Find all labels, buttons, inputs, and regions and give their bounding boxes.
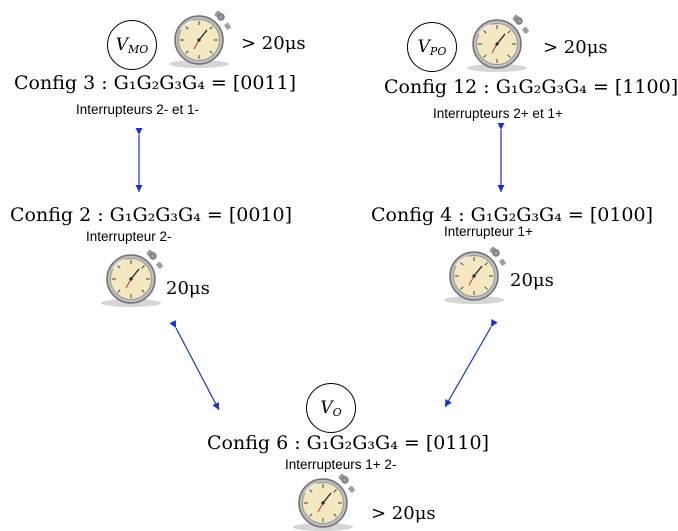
transition-arrows [135,122,505,411]
stopwatch-icon [438,244,518,304]
arrow-config2-config6 [169,319,220,411]
duration-label: > 20μs [241,33,306,54]
duration-label: 20μs [510,270,554,291]
state-subscript: O [332,405,342,419]
config-label: Config 4 : G₁G₂G₃G₄ = [0100] [371,204,654,226]
config-label: Config 6 : G₁G₂G₃G₄ = [0110] [207,432,490,454]
duration-label: 20μs [166,278,210,299]
arrow-config4-config6 [444,318,498,408]
stopwatch-icon [163,8,243,68]
config-label: Config 3 : G₁G₂G₃G₄ = [0011] [14,72,297,94]
config-label: Config 12 : G₁G₂G₃G₄ = [1100] [384,76,678,98]
state-symbol: V [417,37,430,57]
duration-label: > 20μs [371,503,436,524]
stopwatch-icon [95,247,175,307]
state-symbol: V [115,35,128,55]
state-symbol: V [320,398,333,418]
switch-description: Interrupteur 2- [86,229,172,244]
switch-description: Interrupteurs 2+ et 1+ [433,106,563,121]
state-subscript: MO [128,42,149,56]
stopwatch-icon [287,471,367,531]
duration-label: > 20μs [543,37,608,58]
switch-description: Interrupteurs 1+ 2- [285,457,397,472]
stopwatch-icon [461,12,541,72]
switch-description: Interrupteur 1+ [444,224,533,239]
switch-description: Interrupteurs 2- et 1- [76,102,200,117]
config-label: Config 2 : G₁G₂G₃G₄ = [0010] [10,204,293,226]
state-subscript: PO [429,44,447,58]
